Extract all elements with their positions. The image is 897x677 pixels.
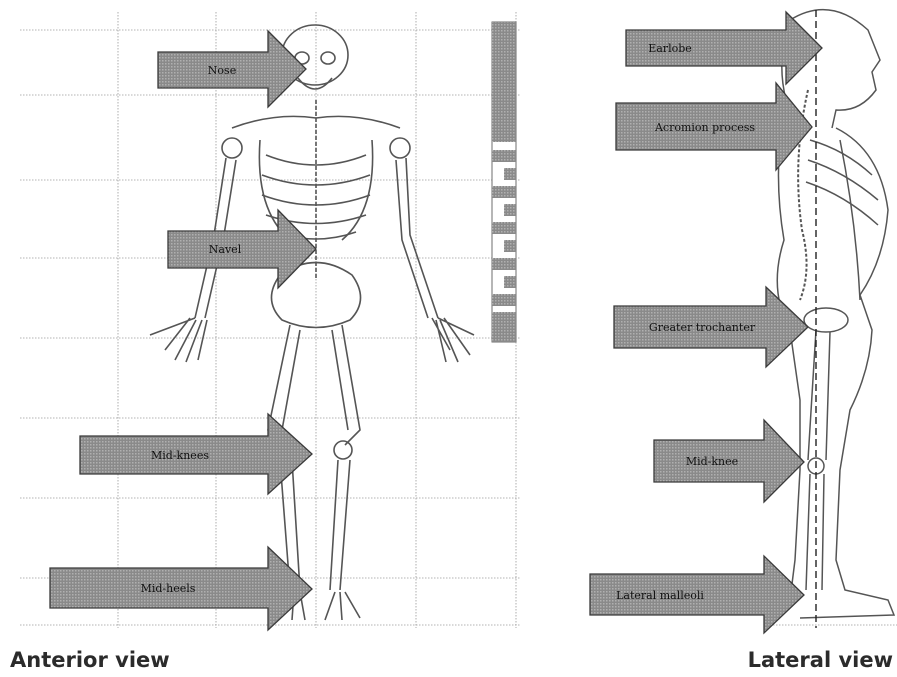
label-mid-heels: Mid-heels xyxy=(141,582,196,595)
label-mid-knee: Mid-knee xyxy=(686,455,738,468)
label-lateral-malleoli: Lateral malleoli xyxy=(616,589,704,602)
lateral-view-caption: Lateral view xyxy=(748,648,893,672)
label-acromion-process: Acromion process xyxy=(654,121,755,134)
skeleton-anterior-figure xyxy=(150,25,474,620)
label-mid-knees: Mid-knees xyxy=(151,449,209,462)
height-scale-bar xyxy=(492,22,516,342)
anterior-view-caption: Anterior view xyxy=(10,648,170,672)
anterior-panel: Nose Navel Mid-knees Mid-heels xyxy=(20,12,520,630)
label-greater-trochanter: Greater trochanter xyxy=(649,321,756,334)
label-navel: Navel xyxy=(209,243,242,256)
lateral-panel: Earlobe Acromion process Greater trochan… xyxy=(590,10,897,633)
label-earlobe: Earlobe xyxy=(648,42,692,55)
label-nose: Nose xyxy=(208,64,236,77)
